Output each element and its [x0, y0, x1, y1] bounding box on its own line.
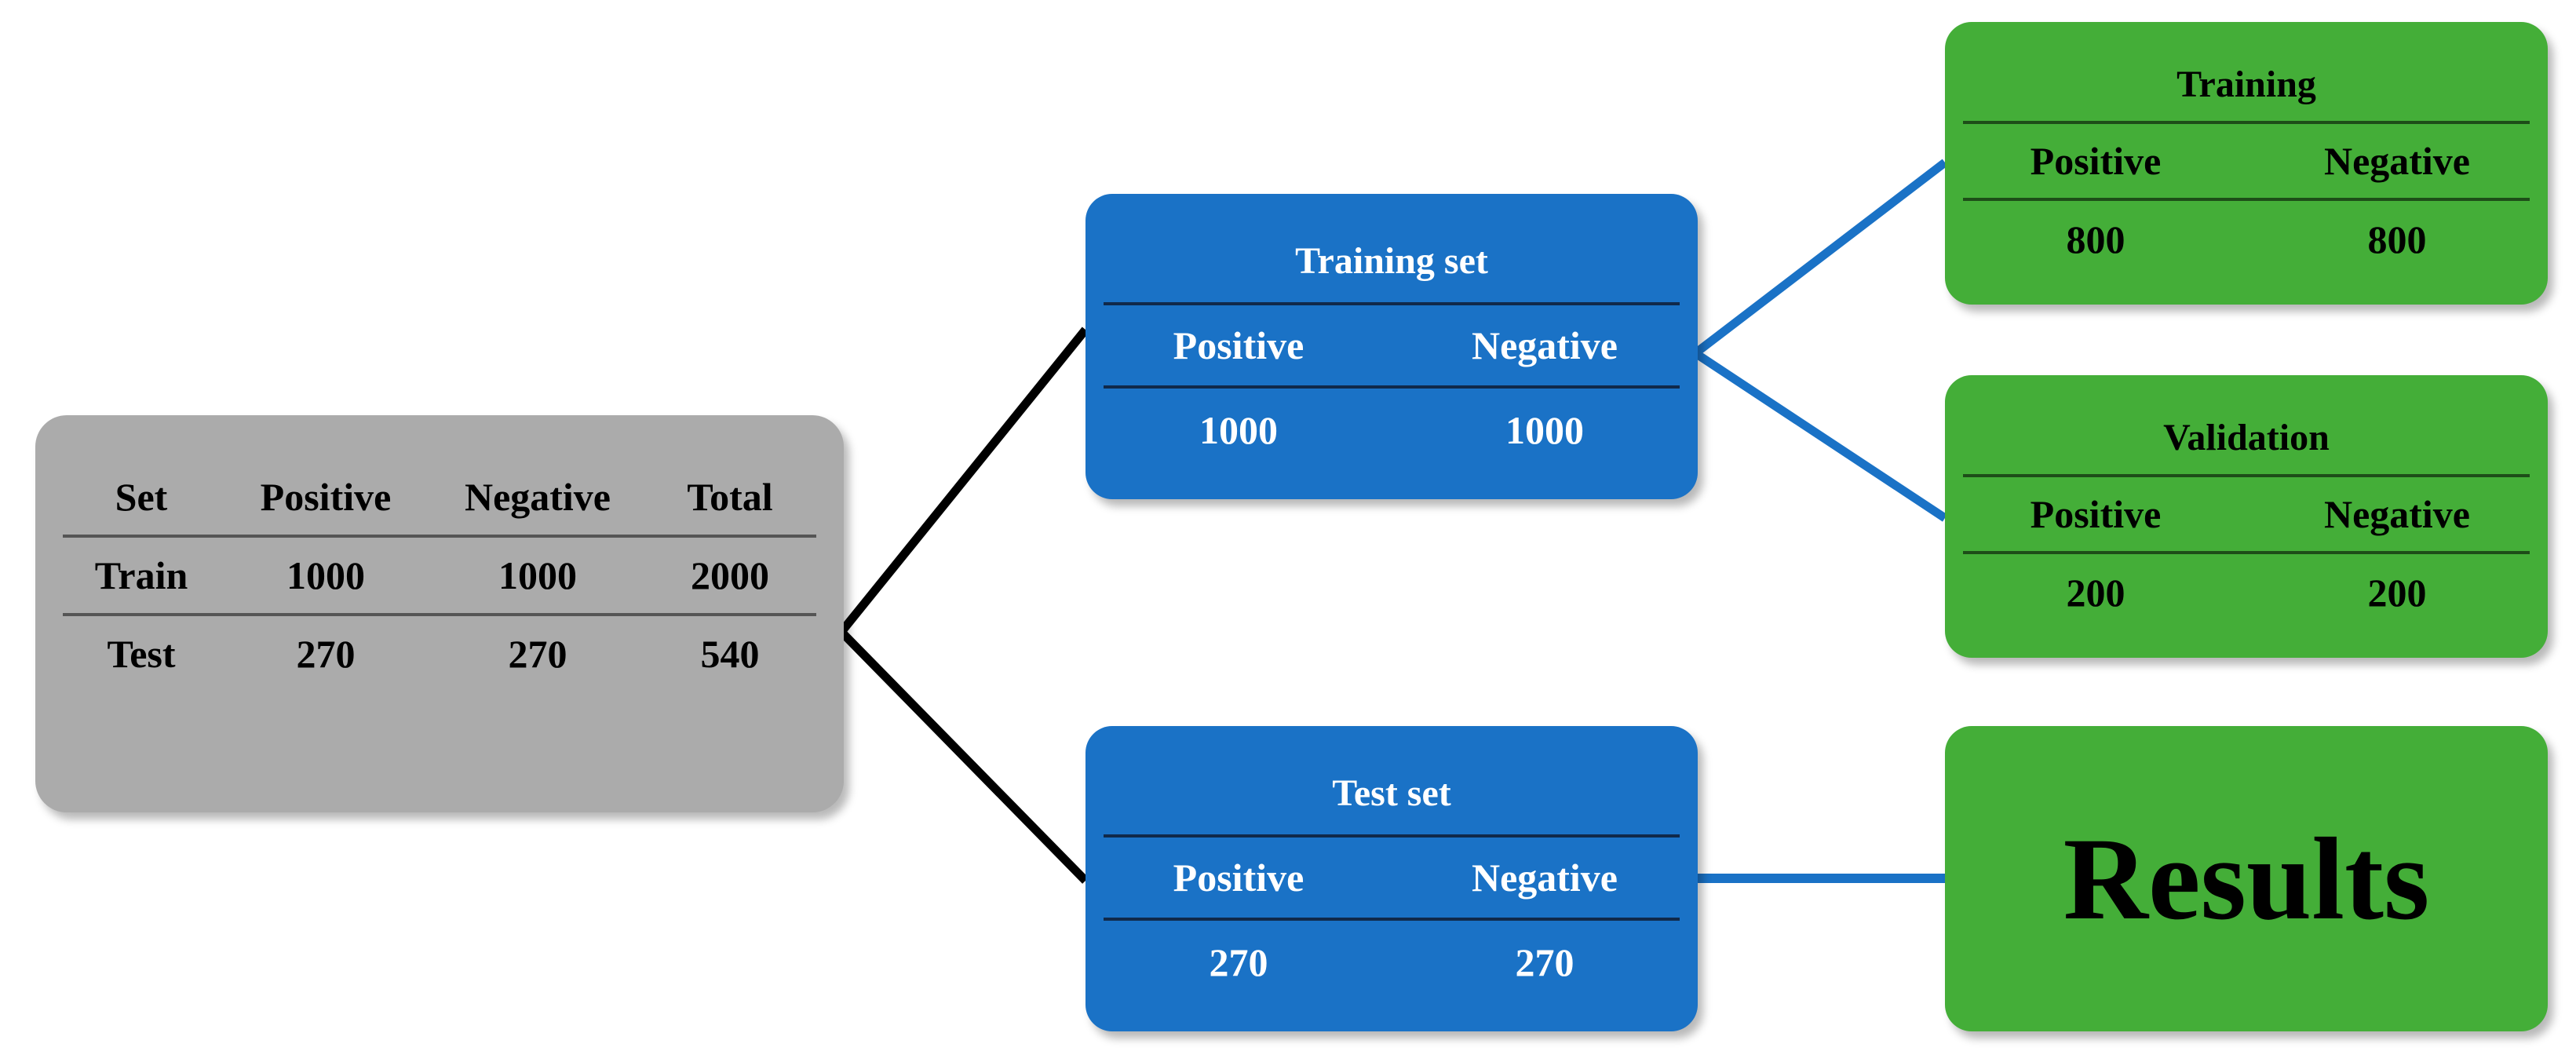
results-card: Results: [1945, 726, 2548, 1031]
table-row: Train 1000 1000 2000: [63, 536, 816, 616]
edge-summary-to-test-set: [838, 629, 1089, 884]
validation-header-negative: Negative: [2323, 492, 2471, 536]
training-set-header-positive: Positive: [1173, 323, 1304, 367]
cell-total: 2000: [644, 536, 816, 616]
test-set-card: Test set Positive Negative 270 270: [1085, 726, 1698, 1031]
training-set-rule-top: [1104, 301, 1680, 305]
column-header-set: Set: [63, 459, 220, 538]
test-set-header-row: Positive Negative: [1085, 838, 1698, 918]
column-header-total: Total: [644, 459, 816, 538]
edge-training-set-to-validation: [1692, 349, 1948, 522]
edge-training-set-to-training: [1692, 159, 1948, 357]
training-set-header-negative: Negative: [1471, 323, 1618, 367]
column-header-positive: Positive: [220, 459, 432, 538]
training-set-value-positive: 1000: [1199, 407, 1278, 452]
test-set-rule-top: [1104, 834, 1680, 838]
column-header-negative: Negative: [432, 459, 644, 538]
edge-summary-to-training-set: [837, 327, 1089, 635]
cell-set: Train: [63, 536, 220, 616]
training-value-negative: 800: [2367, 217, 2427, 261]
test-set-title: Test set: [1332, 772, 1451, 814]
results-label: Results: [2063, 813, 2430, 944]
training-set-value-row: 1000 1000: [1085, 389, 1698, 456]
training-header-row: Positive Negative: [1945, 124, 2548, 198]
training-header-positive: Positive: [2030, 139, 2162, 183]
validation-header-row: Positive Negative: [1945, 477, 2548, 551]
training-title: Training: [2176, 64, 2316, 105]
validation-title: Validation: [2163, 417, 2330, 458]
training-rule-top: [1963, 121, 2530, 124]
dataset-summary-card: Set Positive Negative Total Train 1000 1…: [35, 415, 844, 812]
training-set-rule-bottom: [1104, 385, 1680, 389]
cell-total: 540: [700, 632, 760, 676]
test-set-header-negative: Negative: [1471, 855, 1618, 900]
cell-negative: 270: [508, 632, 567, 676]
test-set-rule-bottom: [1104, 917, 1680, 921]
validation-value-row: 200 200: [1945, 554, 2548, 617]
training-card: Training Positive Negative 800 800: [1945, 22, 2548, 305]
cell-set: Test: [107, 632, 176, 676]
cell-positive: 1000: [220, 536, 432, 616]
validation-value-negative: 200: [2367, 571, 2427, 615]
cell-positive: 270: [296, 632, 356, 676]
training-set-card: Training set Positive Negative 1000 1000: [1085, 194, 1698, 499]
validation-rule-bottom: [1963, 551, 2530, 554]
test-set-header-positive: Positive: [1173, 855, 1304, 900]
validation-card: Validation Positive Negative 200 200: [1945, 375, 2548, 658]
validation-value-positive: 200: [2066, 571, 2125, 615]
training-set-value-negative: 1000: [1505, 407, 1584, 452]
training-header-negative: Negative: [2323, 139, 2471, 183]
table-row: Test 270 270 540: [63, 615, 816, 692]
validation-rule-top: [1963, 474, 2530, 477]
dataset-summary-table: Set Positive Negative Total Train 1000 1…: [63, 459, 816, 692]
training-set-title: Training set: [1295, 239, 1488, 282]
training-value-row: 800 800: [1945, 201, 2548, 264]
validation-header-positive: Positive: [2030, 492, 2162, 536]
test-set-value-negative: 270: [1515, 940, 1574, 984]
training-rule-bottom: [1963, 198, 2530, 201]
training-set-header-row: Positive Negative: [1085, 305, 1698, 385]
test-set-value-row: 270 270: [1085, 921, 1698, 988]
cell-negative: 1000: [432, 536, 644, 616]
test-set-value-positive: 270: [1209, 940, 1268, 984]
table-header-row: Set Positive Negative Total: [63, 459, 816, 538]
training-value-positive: 800: [2066, 217, 2125, 261]
